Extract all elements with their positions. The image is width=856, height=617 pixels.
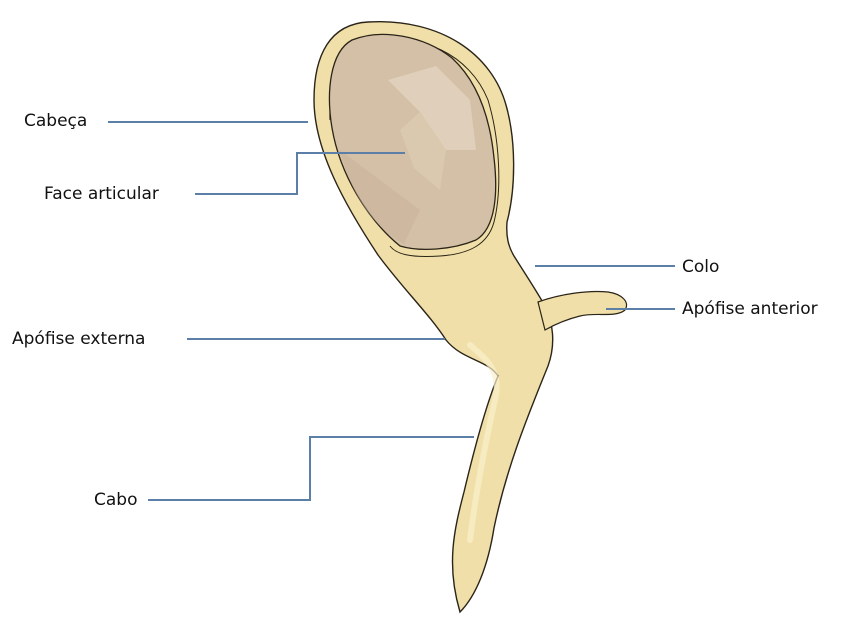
label-apofise-externa: Apófise externa xyxy=(12,329,145,349)
label-apofise-anterior: Apófise anterior xyxy=(682,299,818,319)
label-face-articular: Face articular xyxy=(44,184,159,204)
leader-cabo xyxy=(148,437,474,500)
label-colo: Colo xyxy=(682,257,719,277)
anterior-process xyxy=(538,291,626,330)
label-cabo: Cabo xyxy=(94,490,137,510)
label-cabeca: Cabeça xyxy=(24,111,87,131)
